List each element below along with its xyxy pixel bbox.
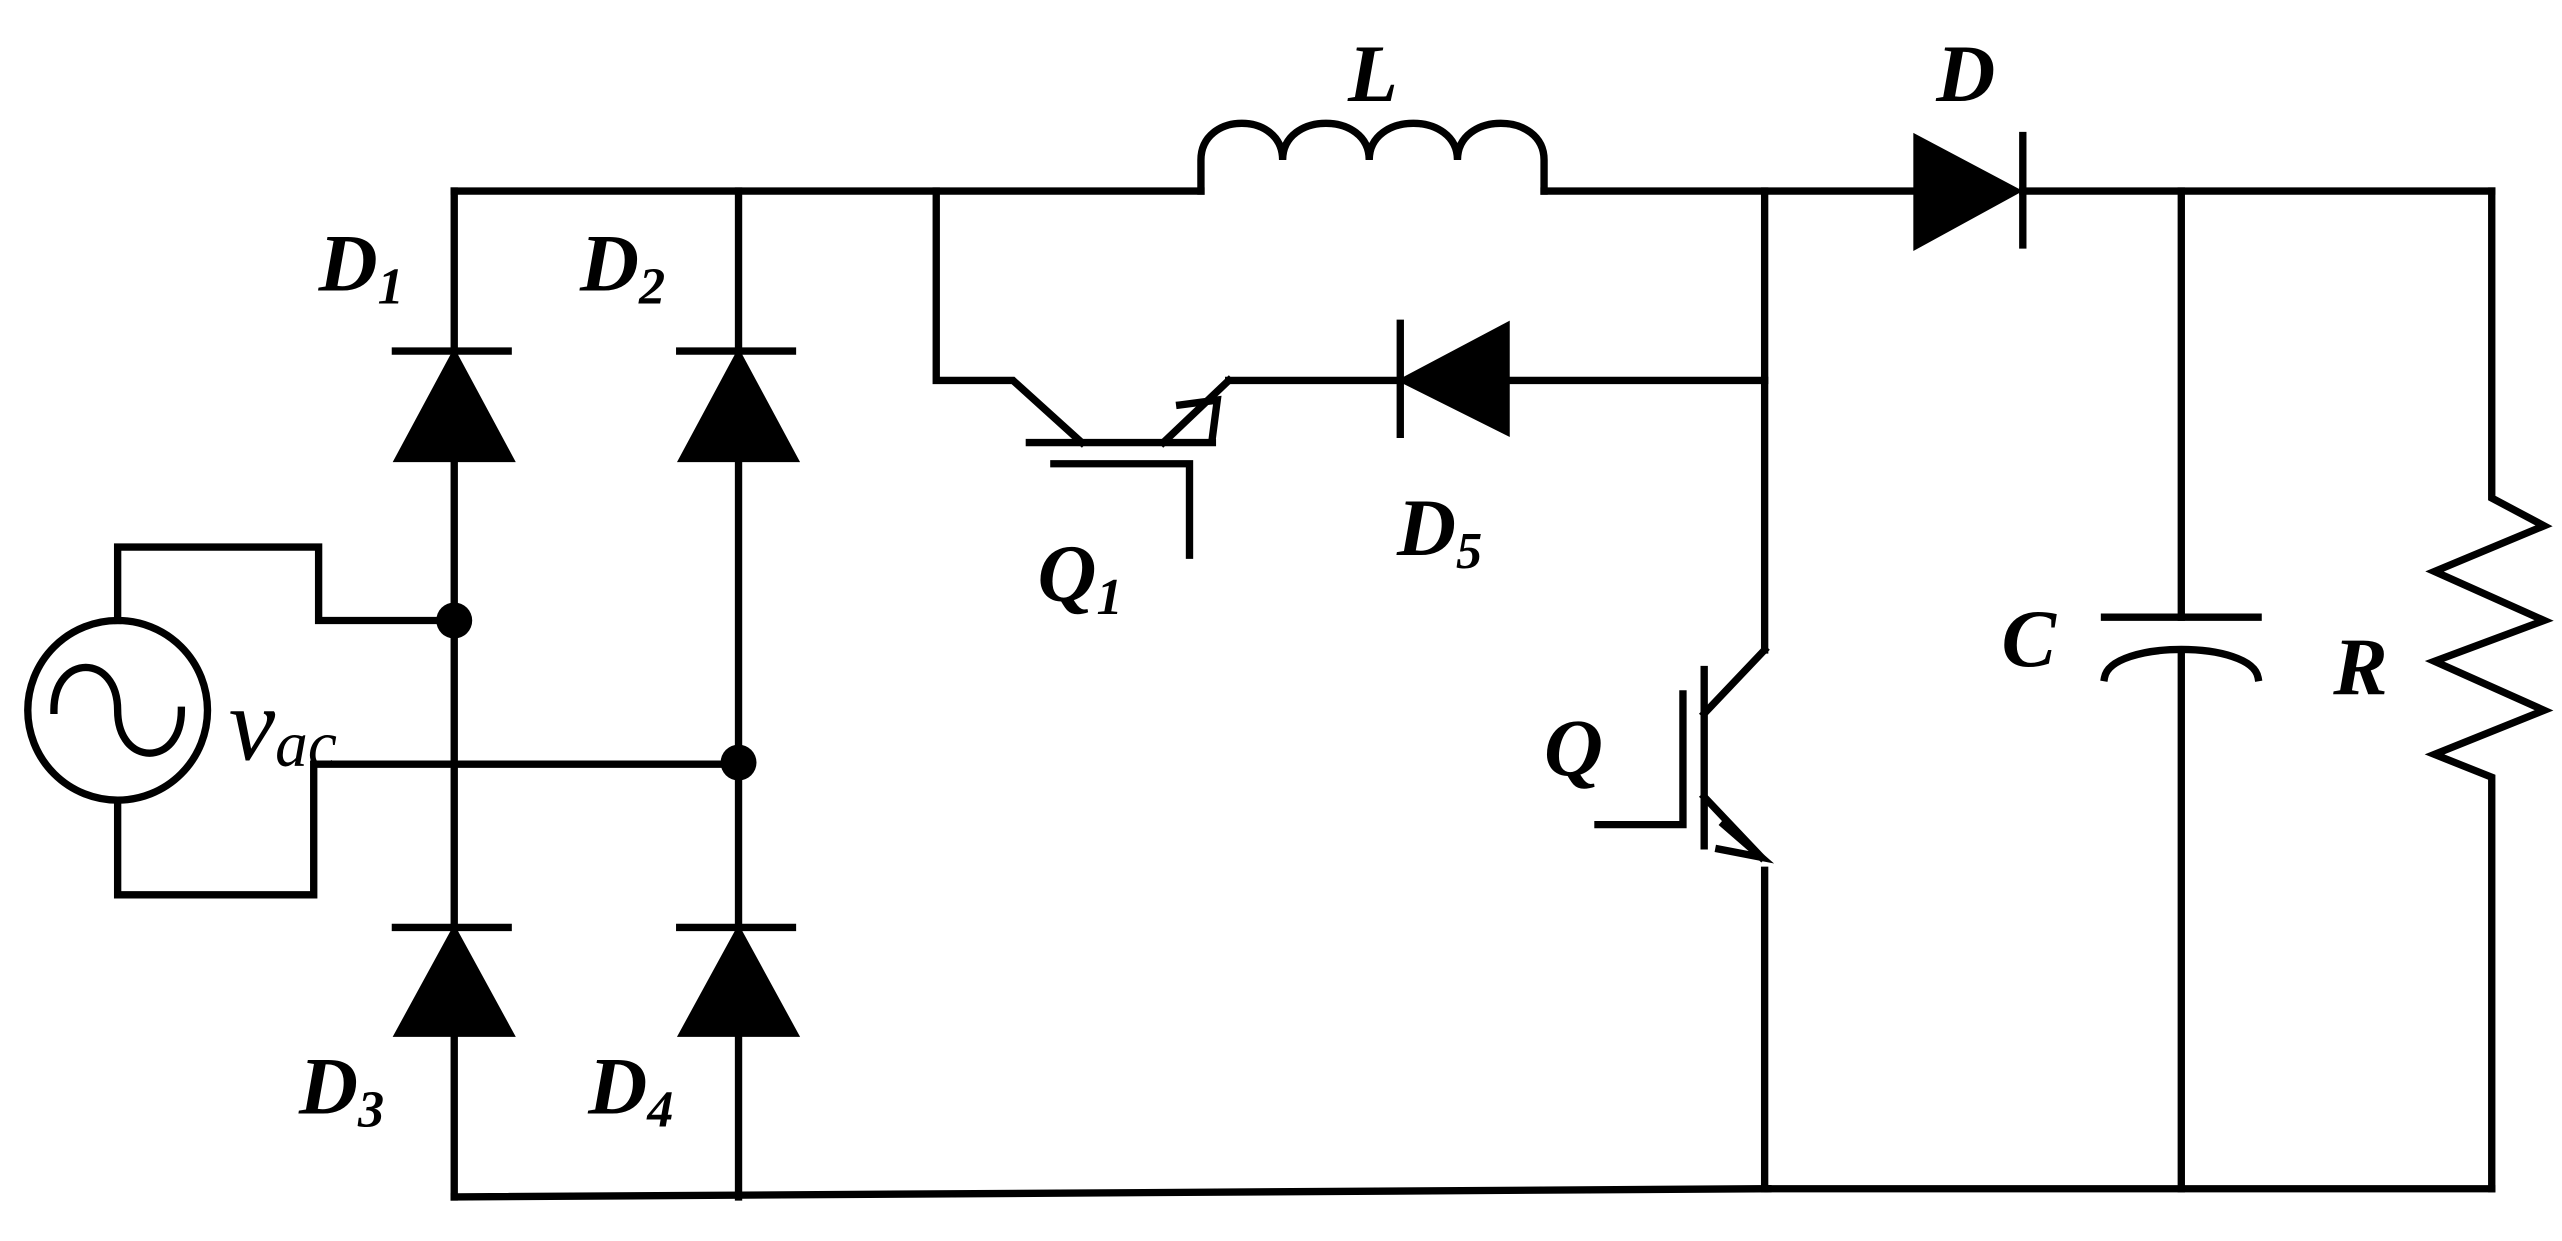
label-q1: Q1 [1038, 528, 1123, 626]
diode-d3 [391, 923, 516, 1037]
junction-dot-ac1 [436, 602, 473, 639]
diode-d4 [676, 923, 801, 1037]
label-r: R [2332, 621, 2387, 712]
label-c: C [2002, 593, 2058, 684]
label-l: L [1347, 28, 1398, 119]
junction-dot-ac2 [720, 744, 757, 781]
label-vac: vac [229, 666, 337, 782]
switch-q-igbt [1594, 187, 1775, 1193]
diode-d5 [1225, 319, 1769, 439]
diode-d2 [676, 347, 801, 463]
label-d4: D4 [587, 1041, 673, 1139]
inductor-l [1197, 119, 1916, 195]
label-d3: D3 [298, 1041, 384, 1139]
ac-voltage-source [24, 543, 743, 899]
label-q: Q [1544, 703, 1603, 794]
diode-d1 [391, 347, 516, 463]
resistor-r [2424, 187, 2554, 1193]
label-d5: D5 [1396, 482, 1482, 580]
rectifier-wires [450, 187, 1772, 1201]
label-d1: D1 [318, 218, 404, 316]
label-d2: D2 [579, 218, 665, 316]
transistor-q1 [932, 187, 1234, 559]
capacitor-c [2100, 187, 2263, 1193]
diode-d [1913, 131, 2496, 251]
label-d: D [1935, 28, 1995, 119]
